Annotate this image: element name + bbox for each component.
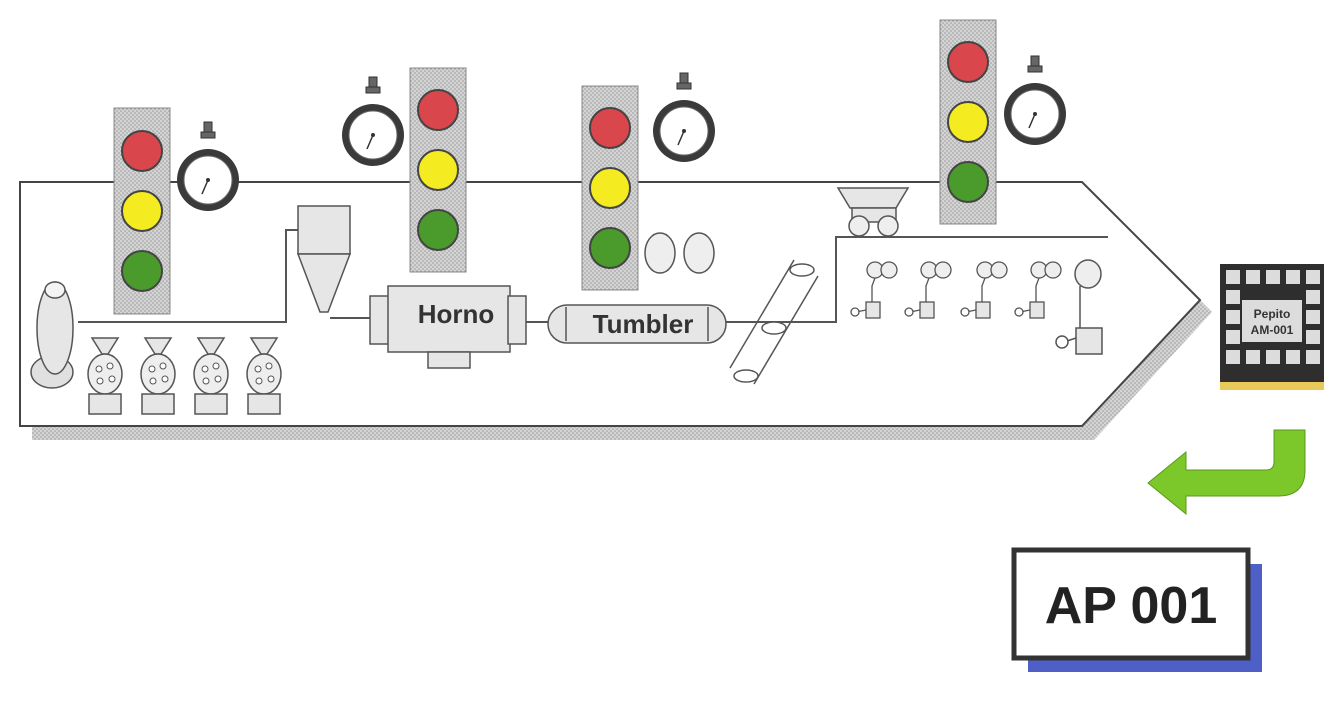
traffic-light-icon — [581, 85, 639, 291]
pallet-label-line2: AM-001 — [1251, 323, 1294, 337]
oven-machine: Horno — [369, 285, 527, 369]
packer-icon — [850, 261, 898, 319]
packer-icon — [1014, 261, 1062, 319]
oven-label: Horno — [418, 299, 495, 329]
stopwatch-icon — [1004, 55, 1066, 145]
stopwatch-icon — [342, 76, 404, 166]
stopwatch-icon — [177, 121, 239, 211]
packer-icon — [904, 261, 952, 319]
return-arrow-icon — [1147, 429, 1306, 516]
hopper-icon — [296, 205, 352, 313]
traffic-light-icon — [939, 19, 997, 225]
mixer-icon — [246, 337, 282, 415]
hopper-cart-icon — [836, 187, 910, 237]
code-label: AP 001 — [1045, 577, 1218, 635]
traffic-light-icon — [113, 107, 171, 315]
process-line — [78, 229, 298, 323]
pallet-label-line1: Pepito — [1254, 307, 1291, 321]
roller-icon — [644, 232, 715, 274]
process-line — [726, 236, 1108, 323]
stopwatch-icon — [653, 72, 715, 162]
incline-conveyor-icon — [729, 259, 819, 385]
mixer-icon — [193, 337, 229, 415]
code-box — [1011, 547, 1251, 661]
silo-icon — [30, 281, 74, 389]
tumbler-label: Tumbler — [593, 309, 694, 339]
packer-large-icon — [1055, 259, 1103, 355]
mixer-icon — [140, 337, 176, 415]
traffic-light-icon — [409, 67, 467, 273]
tumbler-machine: Tumbler — [547, 304, 727, 344]
packer-icon — [960, 261, 1008, 319]
pallet-icon: Pepito AM-001 — [1220, 264, 1324, 390]
mixer-icon — [87, 337, 123, 415]
pallet-grid — [1226, 270, 1320, 364]
